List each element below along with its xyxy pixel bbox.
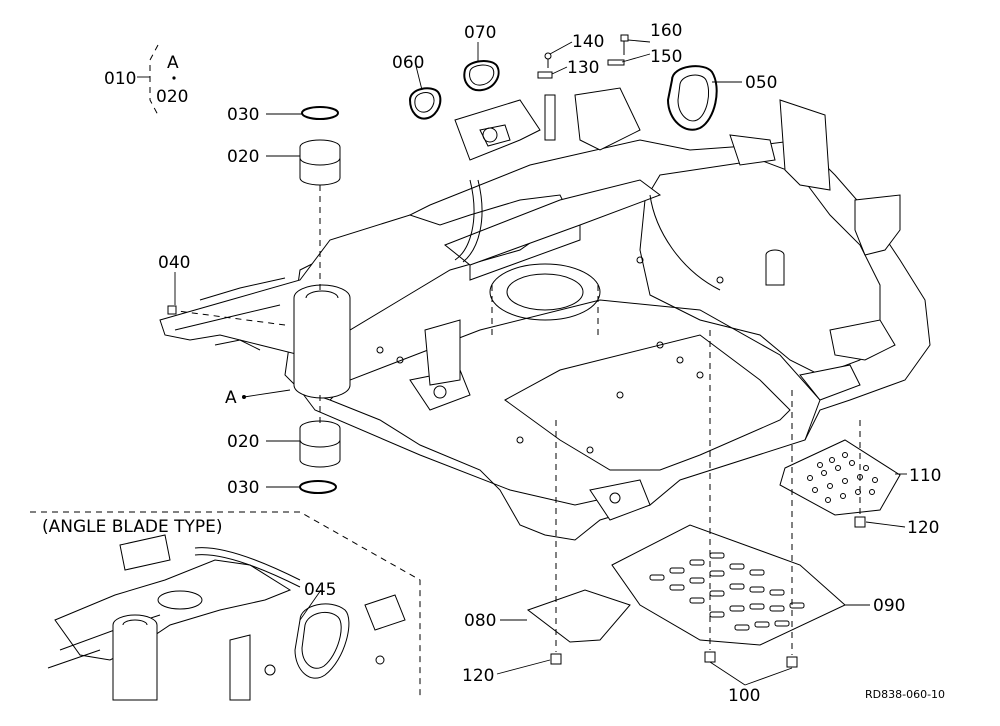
inset-title: (ANGLE BLADE TYPE) [42, 517, 223, 537]
seal-050 [666, 65, 718, 131]
upper-bushing-set [299, 106, 341, 290]
callout-070: 070 [464, 23, 496, 43]
callout-150: 150 [650, 47, 682, 67]
assembly-notation [137, 44, 176, 116]
callout-130: 130 [567, 58, 599, 78]
callout-020-top: 020 [227, 147, 259, 167]
callout-120-right: 120 [907, 518, 939, 538]
assembly-marker: A [225, 388, 237, 408]
callout-030-top: 030 [227, 105, 259, 125]
cover-090 [611, 524, 846, 646]
main-frame [159, 87, 931, 541]
seal-060 [408, 87, 442, 120]
assembly-marker-ref: A [167, 53, 179, 73]
callout-labels: 010 A 020 030 020 040 A 020 030 060 070 … [42, 21, 945, 706]
cover-080 [526, 589, 631, 643]
callout-040: 040 [158, 253, 190, 273]
callout-030-low: 030 [227, 478, 259, 498]
callout-140: 140 [572, 32, 604, 52]
callout-120-low: 120 [462, 666, 494, 686]
cover-110 [779, 439, 901, 516]
small-hardware [537, 34, 629, 141]
assembly-lines [169, 309, 861, 655]
seal-070 [463, 60, 500, 92]
leader-lines [174, 39, 907, 686]
callout-160: 160 [650, 21, 682, 41]
callout-100: 100 [728, 686, 760, 706]
lower-bushing-set [299, 395, 341, 494]
callout-110: 110 [909, 466, 941, 486]
callout-050: 050 [745, 73, 777, 93]
callout-010: 010 [104, 69, 136, 89]
callout-020-low: 020 [227, 432, 259, 452]
callout-090: 090 [873, 596, 905, 616]
callout-080: 080 [464, 611, 496, 631]
bolts [167, 305, 866, 668]
callout-060: 060 [392, 53, 424, 73]
callout-045: 045 [304, 580, 336, 600]
angle-blade-inset [30, 511, 421, 701]
callout-020-ref: 020 [156, 87, 188, 107]
frame-holes [376, 256, 724, 454]
reference-code: RD838-060-10 [865, 688, 945, 701]
